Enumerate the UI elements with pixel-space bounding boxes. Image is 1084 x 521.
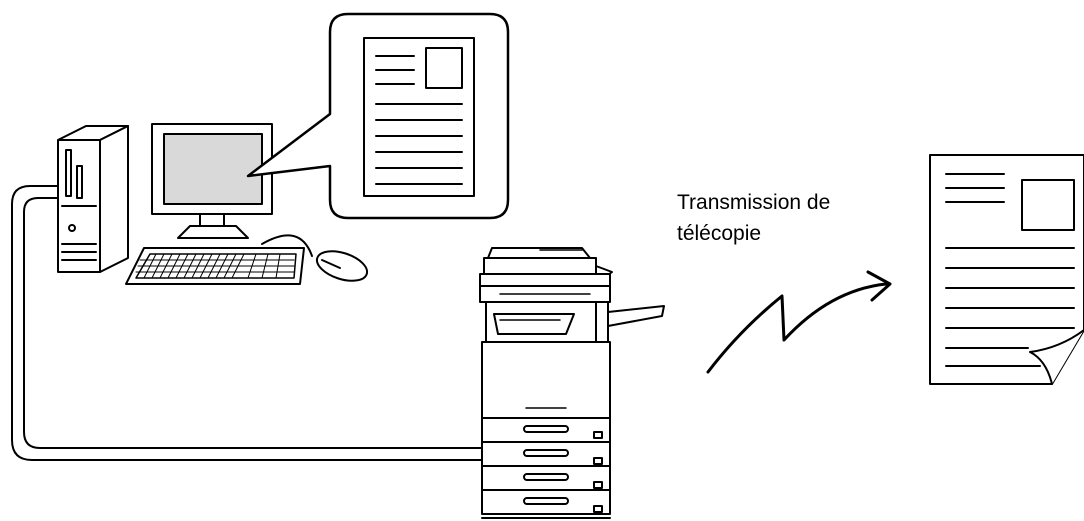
fax-document-icon bbox=[930, 155, 1084, 384]
tower-pc-icon bbox=[58, 126, 128, 272]
transmission-caption: Transmission de télécopie bbox=[677, 187, 830, 249]
mfp-printer-icon bbox=[480, 248, 664, 518]
caption-line-2: télécopie bbox=[677, 218, 830, 249]
zigzag-arrow-icon bbox=[708, 272, 890, 372]
caption-line-1: Transmission de bbox=[677, 187, 830, 218]
document-callout-icon bbox=[248, 14, 508, 218]
monitor-icon bbox=[152, 124, 272, 238]
keyboard-icon bbox=[126, 248, 304, 284]
